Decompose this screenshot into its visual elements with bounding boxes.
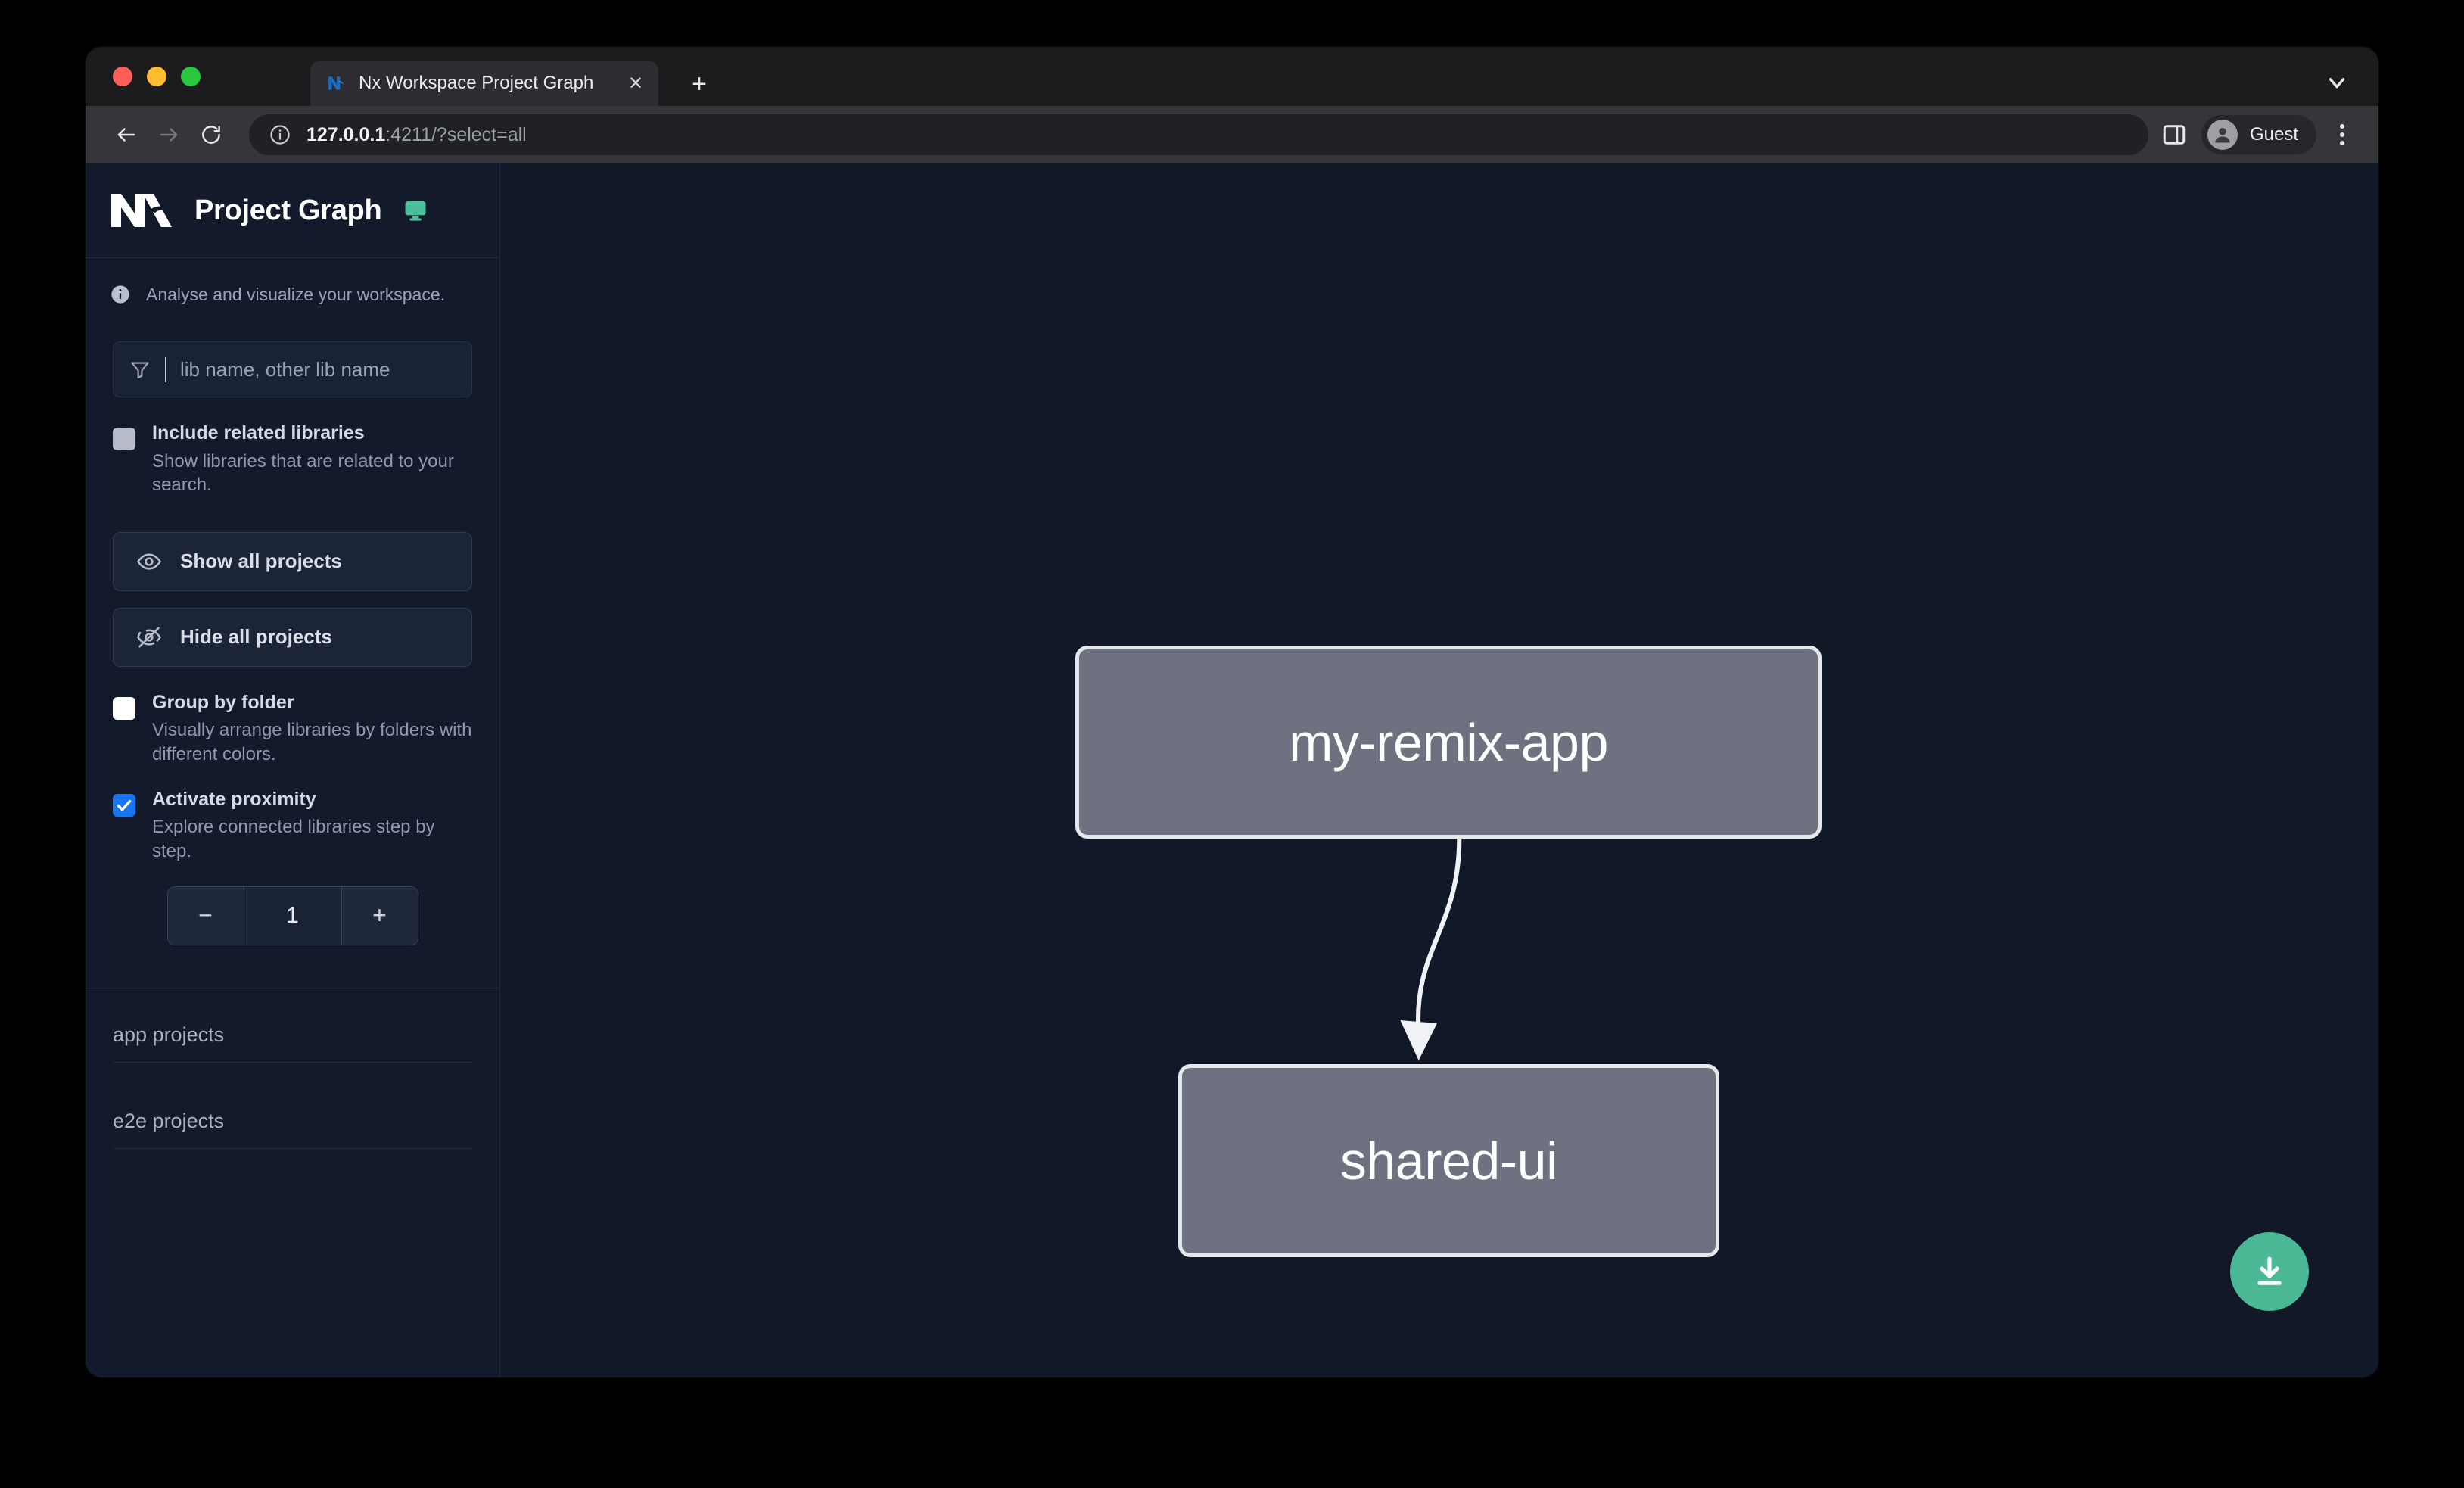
graph-node-label: my-remix-app xyxy=(1289,712,1608,772)
graph-node-my-remix-app[interactable]: my-remix-app xyxy=(1075,646,1822,839)
maximize-window-button[interactable] xyxy=(181,67,201,86)
graph-edge-my-remix-app-to-shared-ui xyxy=(1415,838,1462,1035)
search-input[interactable] xyxy=(165,356,456,382)
download-icon xyxy=(2257,1256,2282,1285)
graph-node-shared-ui[interactable]: shared-ui xyxy=(1178,1064,1719,1257)
forward-button[interactable] xyxy=(148,114,190,156)
download-graph-button[interactable] xyxy=(2230,1232,2309,1311)
chevron-down-icon[interactable] xyxy=(2324,70,2350,95)
menu-dot xyxy=(2340,132,2344,137)
project-groups: app projects e2e projects xyxy=(86,988,499,1149)
checkbox-activate-proximity[interactable] xyxy=(113,793,135,817)
check-icon xyxy=(117,799,132,811)
page-title: Project Graph xyxy=(194,194,382,226)
menu-dot xyxy=(2340,141,2344,145)
monitor-icon[interactable] xyxy=(403,198,428,223)
browser-tab-title: Nx Workspace Project Graph xyxy=(359,73,594,93)
proximity-stepper: − 1 + xyxy=(166,886,418,945)
option-include-related-libraries[interactable]: Include related libraries Show libraries… xyxy=(86,422,499,497)
back-button[interactable] xyxy=(105,114,148,156)
project-group-app[interactable]: app projects xyxy=(113,1023,472,1063)
profile-name: Guest xyxy=(2249,124,2298,145)
eye-off-icon xyxy=(137,627,161,648)
info-icon xyxy=(111,285,129,304)
action-buttons: Show all projects Hide all projects xyxy=(86,497,499,667)
option-label: Include related libraries xyxy=(152,422,365,444)
browser-menu-icon[interactable] xyxy=(2326,118,2359,151)
url-host: 127.0.0.1 xyxy=(306,123,386,145)
sidebar-header: Project Graph xyxy=(86,163,499,258)
browser-window: Nx Workspace Project Graph ✕ + xyxy=(86,47,2378,1377)
graph-node-label: shared-ui xyxy=(1339,1131,1558,1191)
option-description: Visually arrange libraries by folders wi… xyxy=(152,720,472,765)
option-group-by-folder[interactable]: Group by folder Visually arrange librari… xyxy=(86,691,499,767)
eye-icon xyxy=(137,553,161,570)
address-bar[interactable]: 127.0.0.1:4211/?select=all xyxy=(249,114,2148,155)
project-group-label: e2e projects xyxy=(113,1109,225,1132)
proximity-stepper-row: − 1 + xyxy=(86,864,499,945)
sidebar-tagline-text: Analyse and visualize your workspace. xyxy=(146,284,446,304)
option-description: Explore connected libraries step by step… xyxy=(152,817,435,861)
checkbox-include-related-libraries[interactable] xyxy=(113,428,135,450)
stepper-decrement-button[interactable]: − xyxy=(167,886,244,945)
show-all-projects-label: Show all projects xyxy=(180,549,342,573)
menu-dot xyxy=(2340,124,2344,129)
site-info-icon[interactable] xyxy=(269,123,291,146)
filter-row xyxy=(86,305,499,397)
minimize-window-button[interactable] xyxy=(147,67,166,86)
sidebar: Project Graph Analyse and visualize your… xyxy=(86,163,500,1377)
graph-edges xyxy=(1400,838,1462,1060)
page-viewport: Project Graph Analyse and visualize your… xyxy=(86,163,2378,1377)
funnel-icon xyxy=(131,362,149,379)
sidebar-tagline: Analyse and visualize your workspace. xyxy=(86,258,499,305)
browser-toolbar: 127.0.0.1:4211/?select=all Guest xyxy=(86,106,2378,163)
side-panel-icon[interactable] xyxy=(2161,121,2188,148)
browser-tab[interactable]: Nx Workspace Project Graph ✕ xyxy=(310,61,658,106)
stepper-increment-button[interactable]: + xyxy=(341,886,418,945)
stepper-value[interactable]: 1 xyxy=(243,886,342,945)
browser-tab-strip: Nx Workspace Project Graph ✕ + xyxy=(86,47,2378,106)
close-tab-icon[interactable]: ✕ xyxy=(627,73,644,94)
show-all-projects-button[interactable]: Show all projects xyxy=(113,531,472,591)
window-traffic-lights xyxy=(113,67,201,86)
option-label: Activate proximity xyxy=(152,788,316,810)
option-label: Group by folder xyxy=(152,691,294,713)
option-activate-proximity[interactable]: Activate proximity Explore connected lib… xyxy=(86,789,499,864)
url-path: :4211/?select=all xyxy=(385,123,527,145)
new-tab-button[interactable]: + xyxy=(692,70,707,98)
hide-all-projects-button[interactable]: Hide all projects xyxy=(113,607,472,667)
graph-edge-arrowhead xyxy=(1400,1020,1437,1060)
avatar xyxy=(2207,120,2238,150)
reload-icon xyxy=(202,126,220,144)
checkbox-group-by-folder[interactable] xyxy=(113,696,135,720)
option-description: Show libraries that are related to your … xyxy=(152,450,454,496)
nx-favicon-icon xyxy=(328,76,344,90)
reload-button[interactable] xyxy=(190,114,232,156)
filter-box[interactable] xyxy=(113,341,472,397)
nx-logo-icon xyxy=(111,194,172,227)
hide-all-projects-label: Hide all projects xyxy=(180,625,332,649)
project-graph-canvas[interactable]: my-remix-app shared-ui xyxy=(500,163,2378,1377)
arrow-right-icon xyxy=(160,128,178,142)
project-group-label: app projects xyxy=(113,1023,225,1046)
close-window-button[interactable] xyxy=(113,67,132,86)
arrow-left-icon xyxy=(117,128,135,142)
url-text: 127.0.0.1:4211/?select=all xyxy=(306,124,527,146)
person-icon xyxy=(2215,128,2230,143)
project-group-e2e[interactable]: e2e projects xyxy=(113,1110,472,1149)
profile-chip[interactable]: Guest xyxy=(2201,115,2316,154)
